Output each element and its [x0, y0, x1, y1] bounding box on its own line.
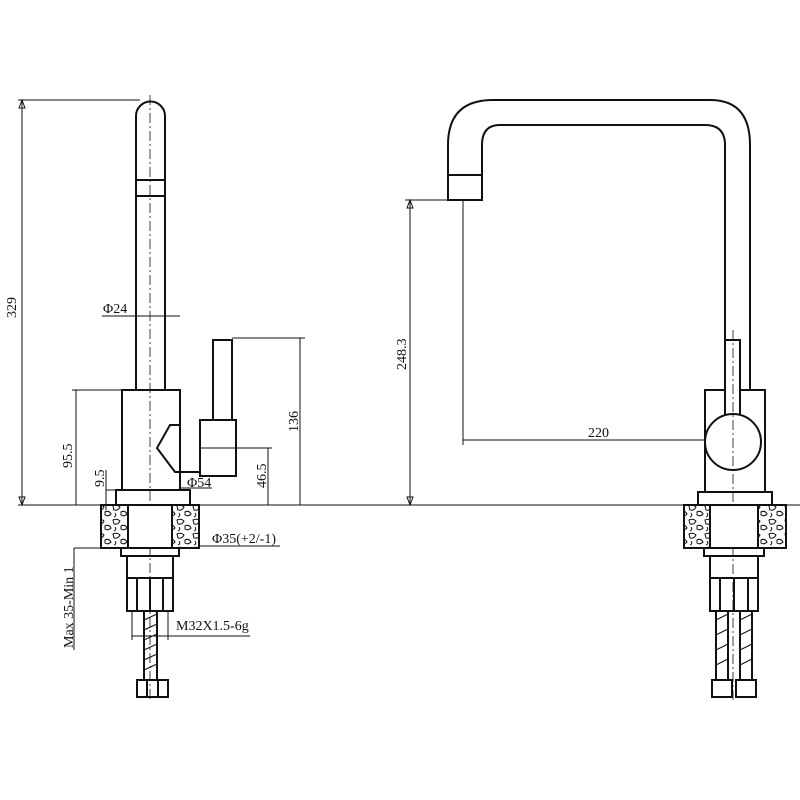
dim-phi54: Φ54	[187, 476, 211, 491]
hose-nut-right	[735, 679, 757, 698]
fixing-washer	[703, 547, 765, 557]
body	[121, 389, 181, 491]
dim-136: 136	[287, 411, 302, 432]
dim-95-5: 95.5	[61, 444, 76, 469]
dim-248-3: 248.3	[395, 339, 410, 371]
handle-lever	[212, 339, 233, 421]
collar	[115, 489, 191, 506]
dim-phi35: Φ35(+2/-1)	[212, 532, 276, 547]
dim-220: 220	[588, 426, 609, 441]
dim-phi24: Φ24	[103, 302, 127, 317]
hoses	[715, 611, 753, 680]
collar	[697, 491, 773, 506]
dim-46-5: 46.5	[255, 464, 270, 489]
shank-through-counter	[127, 504, 173, 549]
spout-band	[135, 179, 166, 197]
dim-9-5: 9.5	[93, 470, 108, 488]
spout-tube	[135, 100, 166, 390]
handle-cone	[155, 424, 200, 473]
dim-329: 329	[5, 297, 20, 318]
handle-lever	[724, 339, 741, 426]
fixing-nut	[709, 555, 759, 579]
dim-counter-thickness: Max 35-Min 1	[62, 566, 77, 648]
hose-nut	[136, 679, 169, 698]
spout-arch	[447, 99, 751, 390]
front-view: 248.3 220	[395, 99, 787, 700]
hose	[143, 611, 158, 680]
shank-through-counter	[709, 504, 759, 549]
dim-thread: M32X1.5-6g	[176, 619, 249, 634]
hose-nut-left	[711, 679, 733, 698]
side-view: 329 Φ24 136 95.5 9.5 46.5 Φ54 Φ35(+2/-1)…	[5, 95, 800, 700]
spout-outlet	[447, 174, 483, 201]
